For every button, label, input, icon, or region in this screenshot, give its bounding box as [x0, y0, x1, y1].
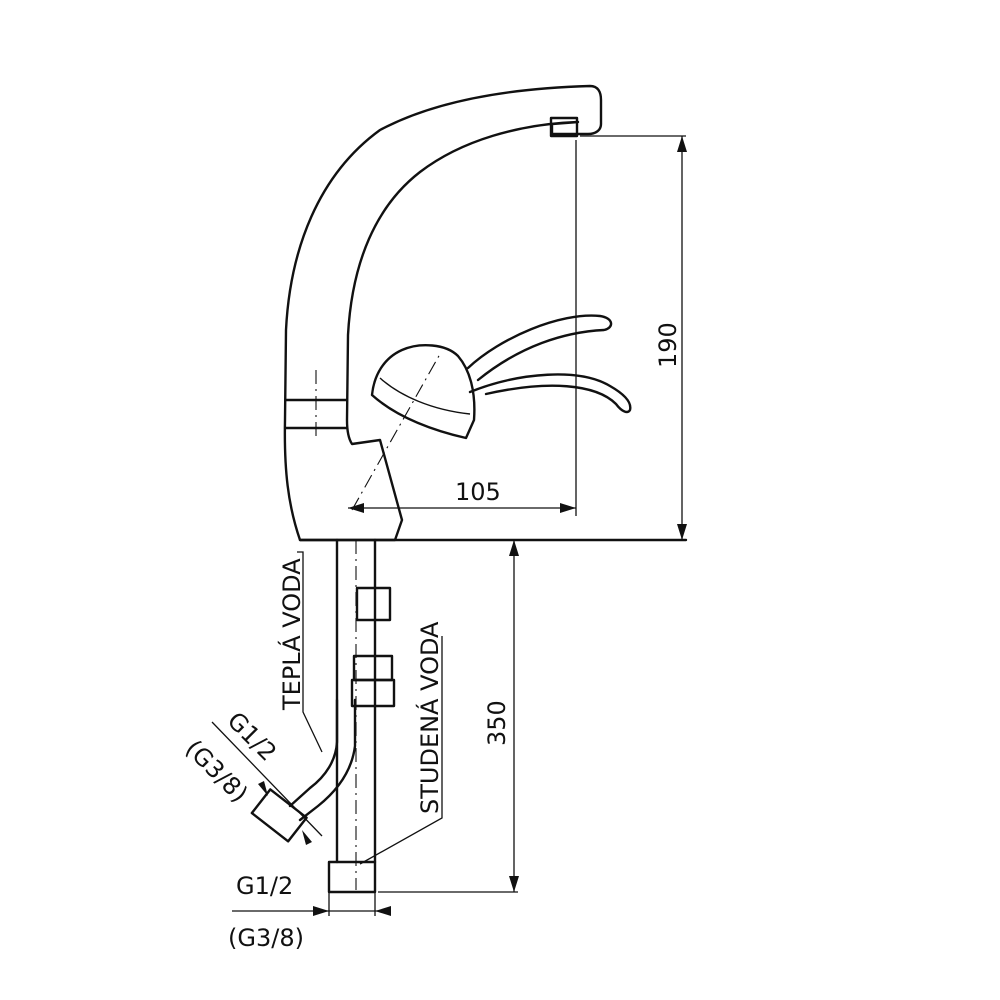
- cold-thread-arrow-right: [375, 906, 391, 916]
- hot-water-leader: [297, 551, 323, 753]
- dim-350-label: 350: [483, 700, 511, 746]
- dim-190-arrow-top: [677, 136, 687, 152]
- dim-350-arrow-top: [509, 540, 519, 556]
- aerator: [549, 116, 579, 138]
- hoses: [250, 538, 396, 894]
- lever-assembly: [351, 314, 632, 511]
- hot-thread-arrow-2: [302, 830, 312, 845]
- hot-thread-label: G1/2: [222, 706, 282, 766]
- cartridge-ring: [379, 377, 471, 415]
- dim-105-label: 105: [455, 478, 501, 506]
- hot-thread-dim-line: [211, 721, 323, 837]
- dim-105-arrow-right: [560, 503, 576, 513]
- cold-fitting-mid: [352, 654, 394, 682]
- lever-lower: [468, 373, 632, 414]
- hot-hose-inner: [298, 698, 357, 822]
- cold-thread-alt-label: (G3/8): [228, 924, 304, 952]
- dimensions: 105 190 350: [211, 135, 687, 916]
- lever-upper: [466, 314, 613, 382]
- cold-water-label: STUDENÁ VODA: [415, 621, 444, 814]
- dim-190-label: 190: [654, 322, 682, 368]
- dim-350-arrow-bottom: [509, 876, 519, 892]
- cold-end-nut: [327, 860, 377, 894]
- faucet-body-outline: [283, 84, 603, 542]
- dim-190-arrow-bottom: [677, 524, 687, 540]
- hot-hose-outer: [288, 698, 339, 808]
- cold-thread-arrow-left: [313, 906, 329, 916]
- hot-water-label: TEPLÁ VODA: [277, 558, 306, 711]
- cold-fitting-upper: [355, 586, 392, 622]
- cartridge-cap: [370, 344, 476, 440]
- hot-thread-arrow-1: [258, 781, 268, 796]
- faucet-body: [283, 84, 688, 542]
- cold-fitting-lower: [350, 678, 396, 708]
- hot-end-nut: [250, 788, 308, 843]
- cold-water-leader: [359, 636, 443, 865]
- cartridge-axis: [351, 353, 441, 511]
- cold-thread-label: G1/2: [236, 872, 293, 900]
- dim-105-arrow-left: [348, 503, 364, 513]
